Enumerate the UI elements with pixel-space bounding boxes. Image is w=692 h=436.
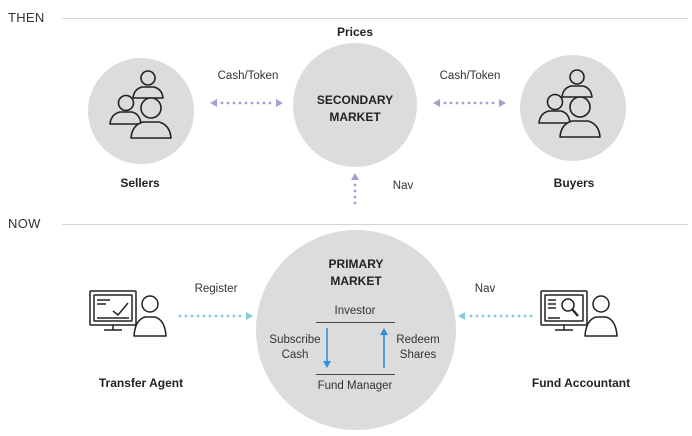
subscribe-line2: Cash (281, 349, 309, 361)
fund-manager-line (316, 374, 395, 375)
now-label: NOW (8, 216, 41, 231)
monitor-with-person-icon (89, 290, 167, 337)
prices-label: Prices (336, 25, 374, 39)
secondary-market-title-line1: SECONDARY (316, 93, 394, 107)
secondary-market-title: SECONDARY MARKET (305, 92, 405, 126)
redeem-up-arrow (380, 328, 388, 368)
subscribe-line1: Subscribe (269, 334, 321, 346)
primary-market-title: PRIMARY MARKET (306, 256, 406, 290)
buyers-label: Buyers (553, 176, 595, 190)
redeem-line1: Redeem (396, 334, 440, 346)
fund-manager-label: Fund Manager (317, 380, 393, 392)
sellers-label: Sellers (120, 176, 160, 190)
nav-up-arrow (351, 173, 359, 205)
nav-left-arrow (458, 312, 533, 320)
right-cash-token-label: Cash/Token (439, 70, 501, 82)
secondary-market-title-line2: MARKET (329, 110, 381, 124)
subscribe-cash-label: Subscribe Cash (266, 333, 324, 363)
now-divider (62, 224, 688, 225)
left-double-arrow (210, 99, 283, 107)
fund-accountant-label: Fund Accountant (531, 376, 631, 390)
nav-label-then: Nav (392, 180, 414, 192)
group-of-people-icon (109, 70, 172, 139)
right-double-arrow (433, 99, 506, 107)
register-arrow (178, 312, 253, 320)
primary-market-title-line2: MARKET (330, 274, 382, 288)
investor-line (316, 322, 395, 323)
primary-market-title-line1: PRIMARY (328, 257, 384, 271)
sellers-circle (88, 58, 194, 164)
monitor-with-magnifier-and-person-icon (540, 290, 618, 337)
transfer-agent-label: Transfer Agent (98, 376, 184, 390)
redeem-line2: Shares (399, 349, 437, 361)
nav-label-now: Nav (474, 283, 496, 295)
left-cash-token-label: Cash/Token (217, 70, 279, 82)
primary-market-circle (256, 230, 456, 430)
buyers-circle (520, 55, 626, 161)
then-label: THEN (8, 10, 45, 25)
redeem-shares-label: Redeem Shares (392, 333, 444, 363)
register-label: Register (194, 283, 238, 295)
group-of-people-icon (538, 69, 601, 138)
secondary-market-circle (293, 43, 417, 167)
investor-label: Investor (334, 305, 376, 317)
then-divider (62, 18, 688, 19)
subscribe-down-arrow (323, 328, 331, 368)
